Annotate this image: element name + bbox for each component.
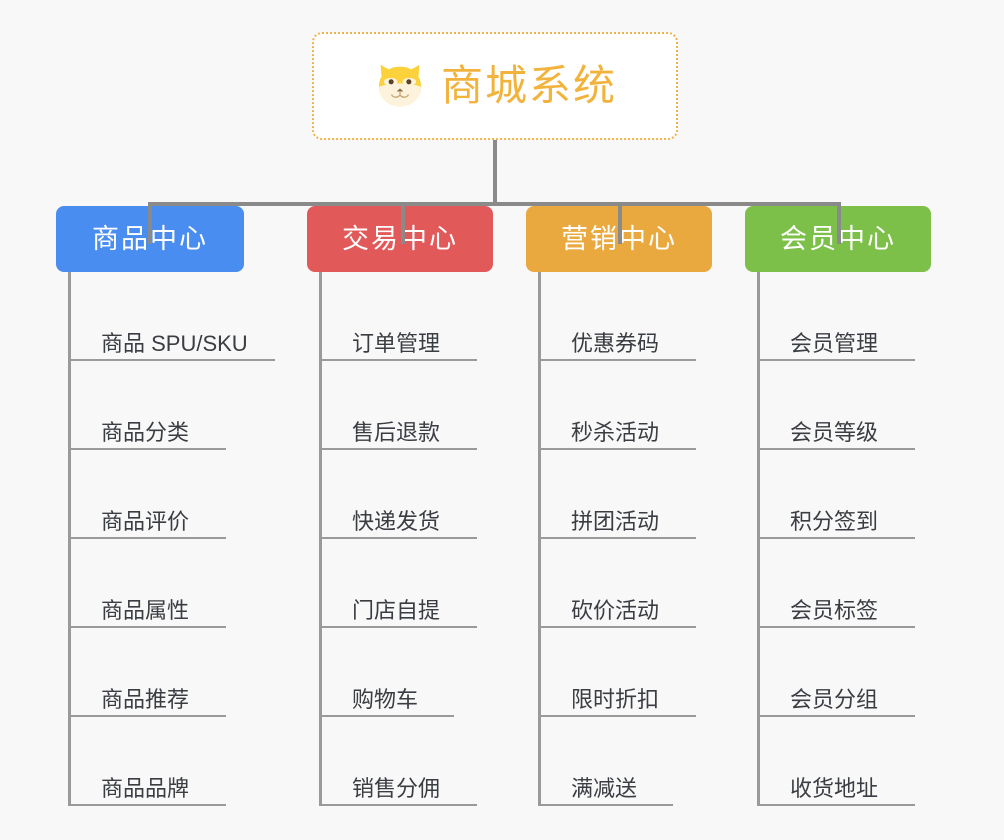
leaf-underline [71,715,226,717]
leaf-list: 优惠券码秒杀活动拼团活动砍价活动限时折扣满减送 [538,272,712,806]
connector-branch-stem-1 [148,202,152,244]
leaf-item-label: 限时折扣 [571,687,660,712]
leaf-list: 订单管理售后退款快递发货门店自提购物车销售分佣 [319,272,493,806]
leaf-item[interactable]: 拼团活动 [541,450,712,539]
leaf-item[interactable]: 快递发货 [322,450,493,539]
leaf-underline [541,626,696,628]
leaf-item-label: 优惠券码 [571,331,660,356]
category-header-label: 交易中心 [342,223,458,254]
leaf-item-label: 商品评价 [101,509,190,534]
leaf-underline [760,359,915,361]
leaf-item-label: 秒杀活动 [571,420,660,445]
leaf-item-label: 积分签到 [790,509,879,534]
leaf-underline [541,804,673,806]
connector-root-stem [493,140,497,204]
leaf-item-label: 会员等级 [790,420,879,445]
leaf-item[interactable]: 限时折扣 [541,628,712,717]
leaf-underline [71,359,275,361]
leaf-item-label: 商品属性 [101,598,190,623]
leaf-item[interactable]: 购物车 [322,628,493,717]
leaf-item-label: 订单管理 [352,331,441,356]
leaf-underline [322,626,477,628]
leaf-underline [322,537,477,539]
leaf-underline [541,537,696,539]
leaf-item-label: 快递发货 [352,509,441,534]
leaf-underline [322,804,477,806]
leaf-item-label: 销售分佣 [352,776,441,801]
category-column-4: 会员中心会员管理会员等级积分签到会员标签会员分组收货地址 [745,206,931,806]
leaf-item-label: 会员分组 [790,687,879,712]
leaf-item[interactable]: 商品推荐 [71,628,244,717]
leaf-underline [322,448,477,450]
leaf-item[interactable]: 商品 SPU/SKU [71,272,275,361]
leaf-item[interactable]: 满减送 [541,717,712,806]
leaf-underline [760,715,915,717]
leaf-underline [760,537,915,539]
leaf-underline [760,626,915,628]
category-column-3: 营销中心优惠券码秒杀活动拼团活动砍价活动限时折扣满减送 [526,206,712,806]
leaf-item[interactable]: 商品分类 [71,361,244,450]
shiba-dog-face-icon [378,64,422,107]
root-node[interactable]: 商城系统 [312,32,678,140]
leaf-item-label: 商品分类 [101,420,190,445]
leaf-item[interactable]: 会员等级 [760,361,931,450]
leaf-item[interactable]: 会员管理 [760,272,931,361]
leaf-item[interactable]: 秒杀活动 [541,361,712,450]
leaf-item-label: 收货地址 [790,776,879,801]
leaf-underline [541,715,696,717]
leaf-underline [541,448,696,450]
connector-branch-stem-4 [837,202,841,244]
leaf-underline [71,448,226,450]
leaf-underline [322,359,477,361]
leaf-item[interactable]: 销售分佣 [322,717,493,806]
leaf-list: 商品 SPU/SKU 商品分类商品评价商品属性商品推荐商品品牌 [68,272,275,806]
leaf-item[interactable]: 积分签到 [760,450,931,539]
leaf-item[interactable]: 优惠券码 [541,272,712,361]
leaf-item-label: 会员标签 [790,598,879,623]
leaf-item-label: 砍价活动 [571,598,660,623]
leaf-item[interactable]: 会员标签 [760,539,931,628]
leaf-item[interactable]: 会员分组 [760,628,931,717]
category-column-2: 交易中心订单管理售后退款快递发货门店自提购物车销售分佣 [307,206,493,806]
leaf-item-label: 拼团活动 [571,509,660,534]
connector-branch-stem-2 [401,202,405,244]
leaf-item-label: 门店自提 [352,598,441,623]
leaf-item[interactable]: 商品品牌 [71,717,244,806]
leaf-underline [71,537,226,539]
leaf-item[interactable]: 订单管理 [322,272,493,361]
leaf-underline [71,626,226,628]
leaf-item[interactable]: 售后退款 [322,361,493,450]
leaf-item-label: 售后退款 [352,420,441,445]
leaf-item-label: 商品品牌 [101,776,190,801]
leaf-underline [760,804,915,806]
leaf-item-label: 购物车 [352,687,419,712]
leaf-item-label: 商品 SPU/SKU [101,331,248,356]
leaf-underline [541,359,696,361]
leaf-underline [760,448,915,450]
leaf-item[interactable]: 商品属性 [71,539,244,628]
leaf-list: 会员管理会员等级积分签到会员标签会员分组收货地址 [757,272,931,806]
connector-branch-stem-3 [618,202,622,244]
connector-horizontal-bus [150,202,840,206]
leaf-item[interactable]: 收货地址 [760,717,931,806]
root-title: 商城系统 [440,62,617,109]
leaf-item-label: 会员管理 [790,331,879,356]
leaf-item[interactable]: 门店自提 [322,539,493,628]
category-header-2[interactable]: 交易中心 [307,206,493,272]
leaf-item[interactable]: 商品评价 [71,450,244,539]
leaf-item-label: 满减送 [571,776,638,801]
leaf-item-label: 商品推荐 [101,687,190,712]
leaf-underline [322,715,454,717]
leaf-underline [71,804,226,806]
leaf-item[interactable]: 砍价活动 [541,539,712,628]
